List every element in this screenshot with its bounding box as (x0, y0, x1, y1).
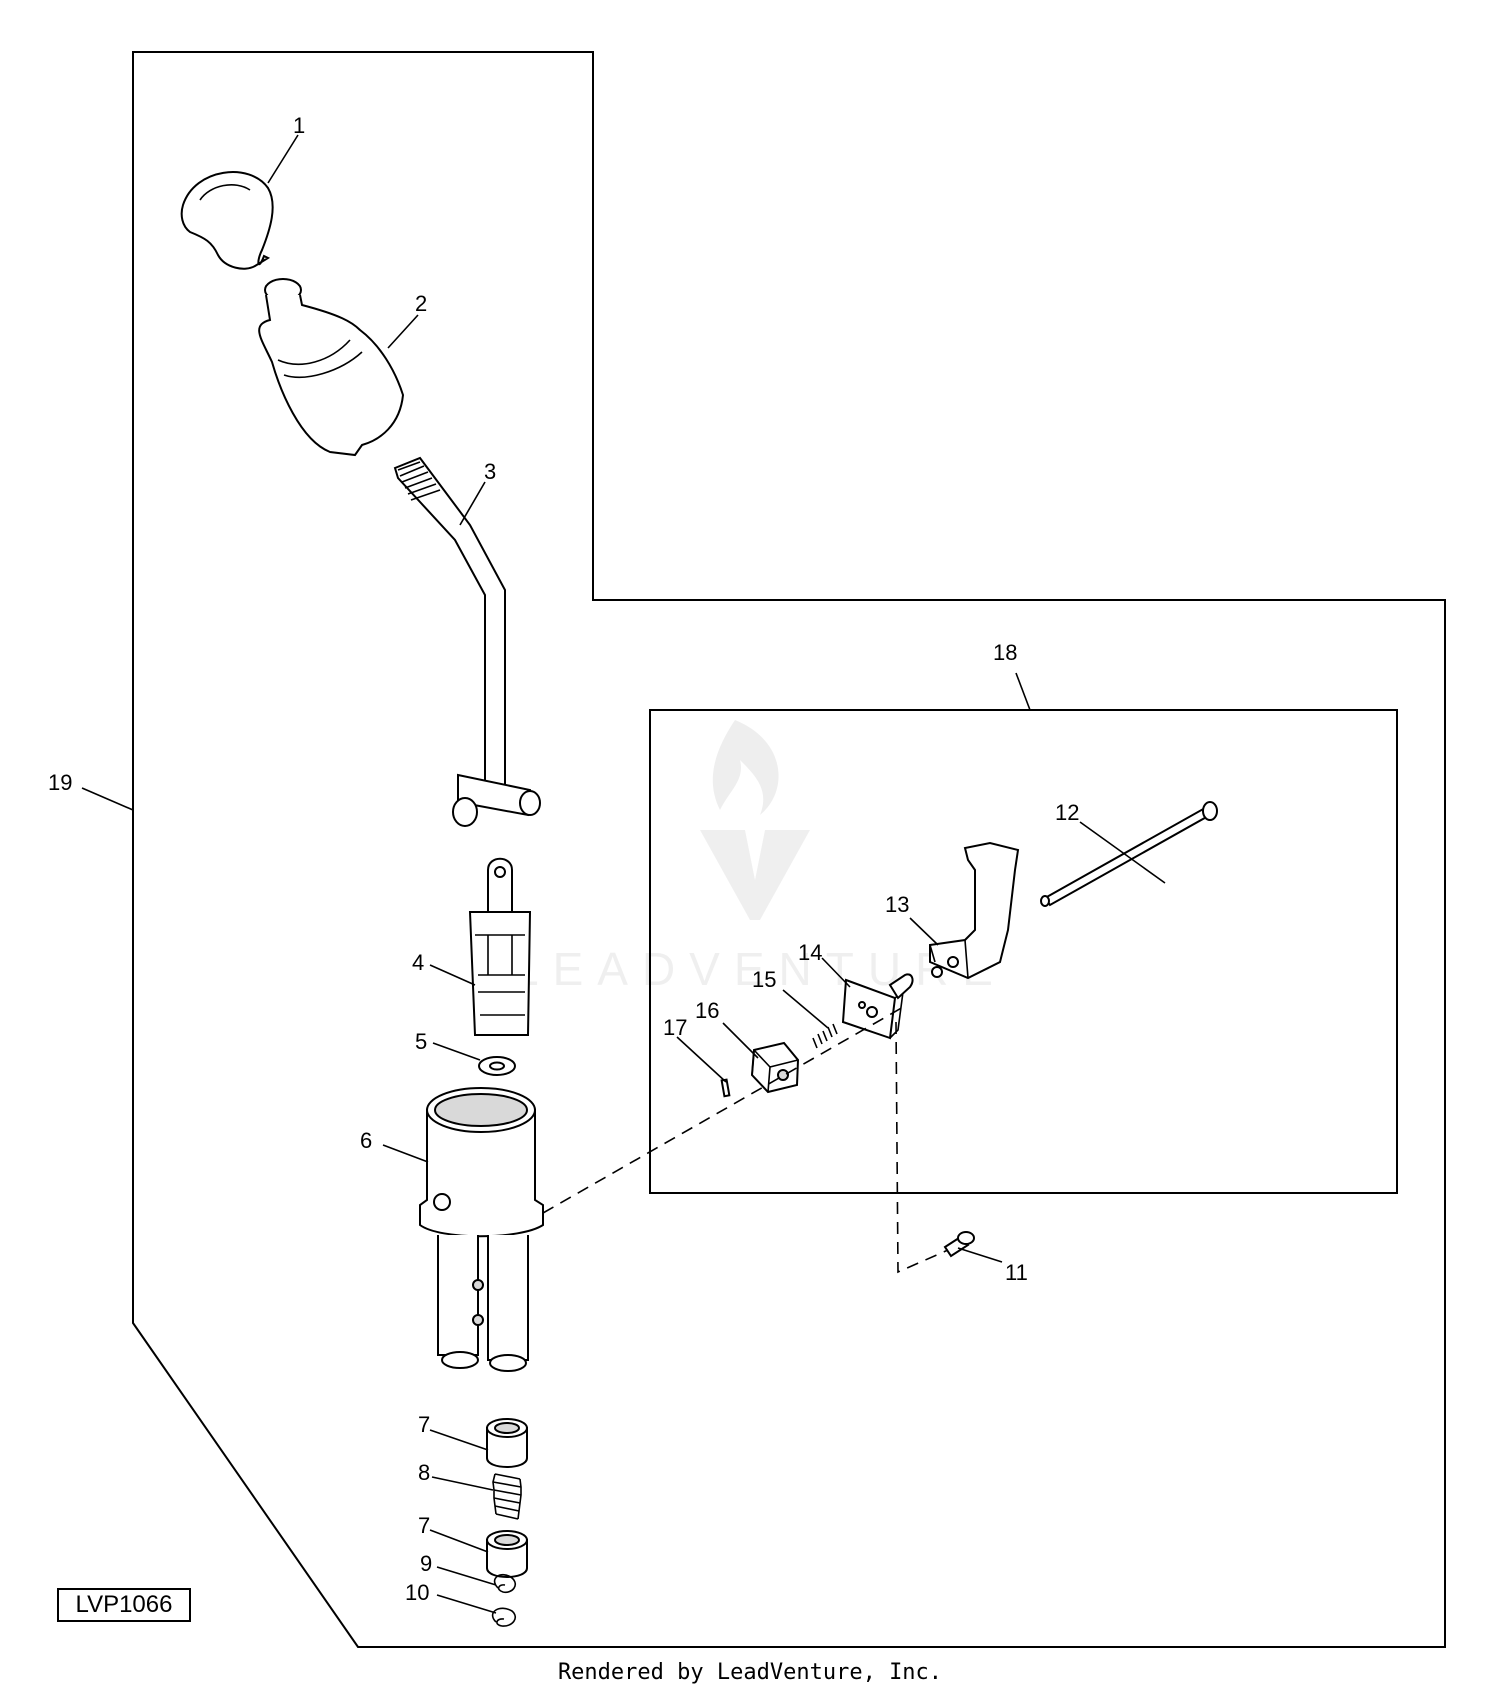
screw-part (943, 1231, 975, 1258)
subassembly-frame (649, 709, 1398, 1194)
assembly-line-vertical (895, 1021, 949, 1274)
washer-part (478, 1056, 516, 1076)
bracket-part (929, 841, 1020, 980)
callout-2: 2 (415, 291, 427, 316)
leader-lines (81, 134, 1166, 1614)
spring-part (492, 1473, 522, 1520)
callout-18: 18 (993, 640, 1017, 665)
spacer-part (486, 1418, 528, 1468)
callout-1: 1 (293, 113, 305, 138)
housing-part (419, 1087, 544, 1372)
clip-part (493, 1573, 517, 1594)
leadventure-watermark: LEADVENTURE (513, 720, 1007, 995)
callout-11: 11 (1005, 1260, 1028, 1285)
callout-4: 4 (412, 950, 424, 975)
callout-8: 8 (418, 1460, 430, 1485)
callout-16: 16 (695, 998, 719, 1023)
callout-12: 12 (1055, 800, 1079, 825)
block-part (750, 1041, 800, 1094)
spacer-part-lower (486, 1530, 528, 1578)
callout-17: 17 (663, 1015, 687, 1040)
svg-text:LEADVENTURE: LEADVENTURE (513, 943, 1007, 995)
boot-part (258, 278, 405, 457)
callout-10: 10 (405, 1580, 429, 1605)
knob-part (180, 171, 274, 270)
render-credit: Rendered by LeadVenture, Inc. (557, 1660, 943, 1685)
assembly-line (542, 1005, 906, 1214)
snap-ring-part (491, 1607, 517, 1627)
callout-14: 14 (798, 940, 822, 965)
callout-7-lower: 7 (418, 1513, 430, 1538)
callouts: 1 2 3 4 5 6 7 8 7 9 10 11 12 13 14 15 16… (48, 113, 1079, 1605)
detent-plate-part (841, 973, 914, 1040)
detent-spring-part (812, 1023, 838, 1049)
assembly-frame (132, 51, 1446, 1648)
callout-19: 19 (48, 770, 72, 795)
callout-5: 5 (415, 1029, 427, 1054)
callout-15: 15 (752, 967, 776, 992)
lever-part (393, 456, 541, 827)
fork-part (468, 857, 532, 1036)
callout-13: 13 (885, 892, 909, 917)
callout-9: 9 (420, 1551, 432, 1576)
callout-7: 7 (418, 1412, 430, 1437)
drawing-code-label: LVP1066 (57, 1588, 191, 1622)
callout-3: 3 (484, 459, 496, 484)
callout-6: 6 (360, 1128, 372, 1153)
